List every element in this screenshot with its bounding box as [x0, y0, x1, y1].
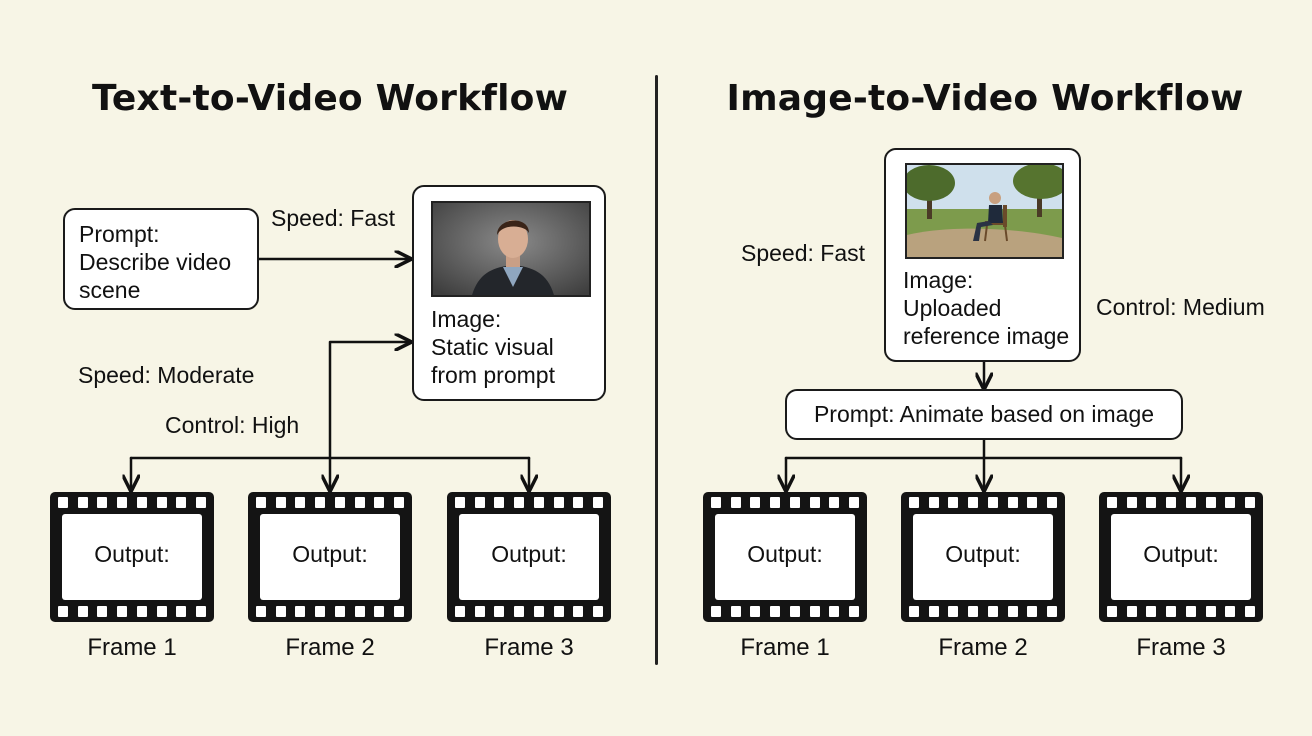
frame-output-text: Output: [491, 541, 567, 567]
frame-2-caption-left: Frame 2 [285, 634, 375, 661]
frame-3-caption-left: Frame 3 [484, 634, 574, 661]
text-to-video-title: Text-to-Video Workflow [91, 78, 569, 119]
film-frame-3-left: Output: [447, 492, 611, 622]
reference-card-line-2: Uploaded [903, 295, 1002, 321]
image-to-video-title: Image-to-Video Workflow [726, 78, 1244, 119]
reference-image-card: Image: Uploaded reference image [884, 148, 1081, 362]
animate-prompt-box: Prompt: Animate based on image [785, 389, 1183, 440]
frame-1-caption-right: Frame 1 [740, 634, 830, 661]
film-frame-2-left: Output: [248, 492, 412, 622]
animate-prompt-text: Prompt: Animate based on image [813, 401, 1155, 427]
speed-fast-label-right: Speed: Fast [741, 240, 866, 266]
frame-output-text: Output: [94, 541, 170, 567]
frame-output-text: Output: [292, 541, 368, 567]
prompt-box: Prompt: Describe video scene [63, 208, 259, 310]
frame-output-text: Output: [1143, 541, 1219, 567]
prompt-box-line-3: scene [79, 277, 141, 303]
control-high-label: Control: High [165, 412, 300, 438]
speed-moderate-label: Speed: Moderate [78, 362, 255, 388]
section-divider [655, 75, 658, 665]
frame-output-text: Output: [945, 541, 1021, 567]
reference-card-line-1: Image: [903, 267, 974, 293]
frame-3-caption-right: Frame 3 [1136, 634, 1226, 661]
film-frame-2-right: Output: [901, 492, 1065, 622]
control-medium-label: Control: Medium [1096, 294, 1265, 320]
portrait-photo [431, 201, 591, 297]
speed-fast-label-left: Speed: Fast [271, 205, 396, 231]
image-card-line-3: from prompt [431, 362, 555, 388]
arrow-image-to-frame-2 [330, 342, 410, 490]
film-frame-1-right: Output: [703, 492, 867, 622]
reference-card-line-3: reference image [903, 323, 1070, 349]
static-image-card: Image: Static visual from prompt [412, 185, 606, 401]
image-card-line-2: Static visual [431, 334, 554, 360]
reference-photo [905, 163, 1064, 259]
frame-2-caption-right: Frame 2 [938, 634, 1028, 661]
image-card-line-1: Image: [431, 306, 502, 332]
frame-output-text: Output: [747, 541, 823, 567]
frame-1-caption-left: Frame 1 [87, 634, 177, 661]
film-frame-3-right: Output: [1099, 492, 1263, 622]
prompt-box-line-2: Describe video [79, 249, 232, 275]
prompt-box-line-1: Prompt: [79, 221, 160, 247]
film-frame-1-left: Output: [50, 492, 214, 622]
